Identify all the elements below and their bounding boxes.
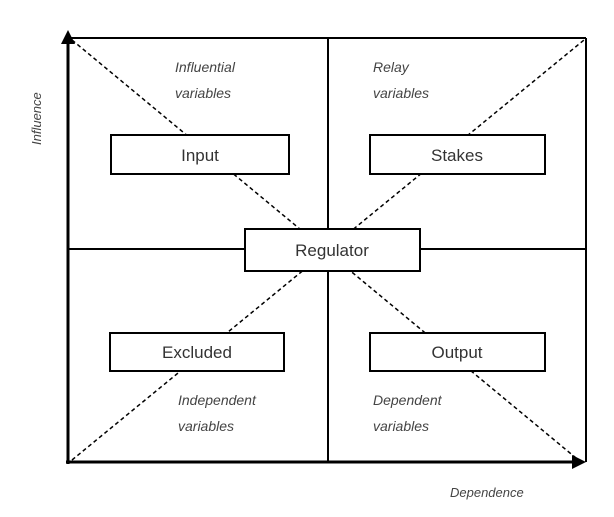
regulator-box: Regulator: [244, 228, 421, 272]
excluded-box: Excluded: [109, 332, 285, 372]
quadrant-top-right-line1: Relay: [373, 59, 410, 75]
input-box: Input: [110, 134, 290, 175]
quadrant-bottom-left-line2: variables: [178, 418, 234, 434]
quadrant-top-left-line2: variables: [175, 85, 231, 101]
quadrant-bottom-left-line1: Independent: [178, 392, 257, 408]
stakes-box: Stakes: [369, 134, 546, 175]
excluded-box-label: Excluded: [162, 343, 232, 362]
x-axis-arrowhead: [572, 455, 586, 469]
input-box-label: Input: [181, 146, 219, 165]
regulator-box-label: Regulator: [295, 241, 369, 260]
output-box: Output: [369, 332, 546, 372]
quadrant-bottom-right-line2: variables: [373, 418, 429, 434]
quadrant-top-left-line1: Influential: [175, 59, 236, 75]
quadrant-top-right-line2: variables: [373, 85, 429, 101]
stakes-box-label: Stakes: [431, 146, 483, 165]
y-axis-label: Influence: [29, 92, 44, 145]
output-box-label: Output: [431, 343, 482, 362]
y-axis-arrowhead: [61, 30, 75, 44]
quadrant-bottom-right-line1: Dependent: [373, 392, 443, 408]
x-axis-label: Dependence: [450, 485, 524, 500]
